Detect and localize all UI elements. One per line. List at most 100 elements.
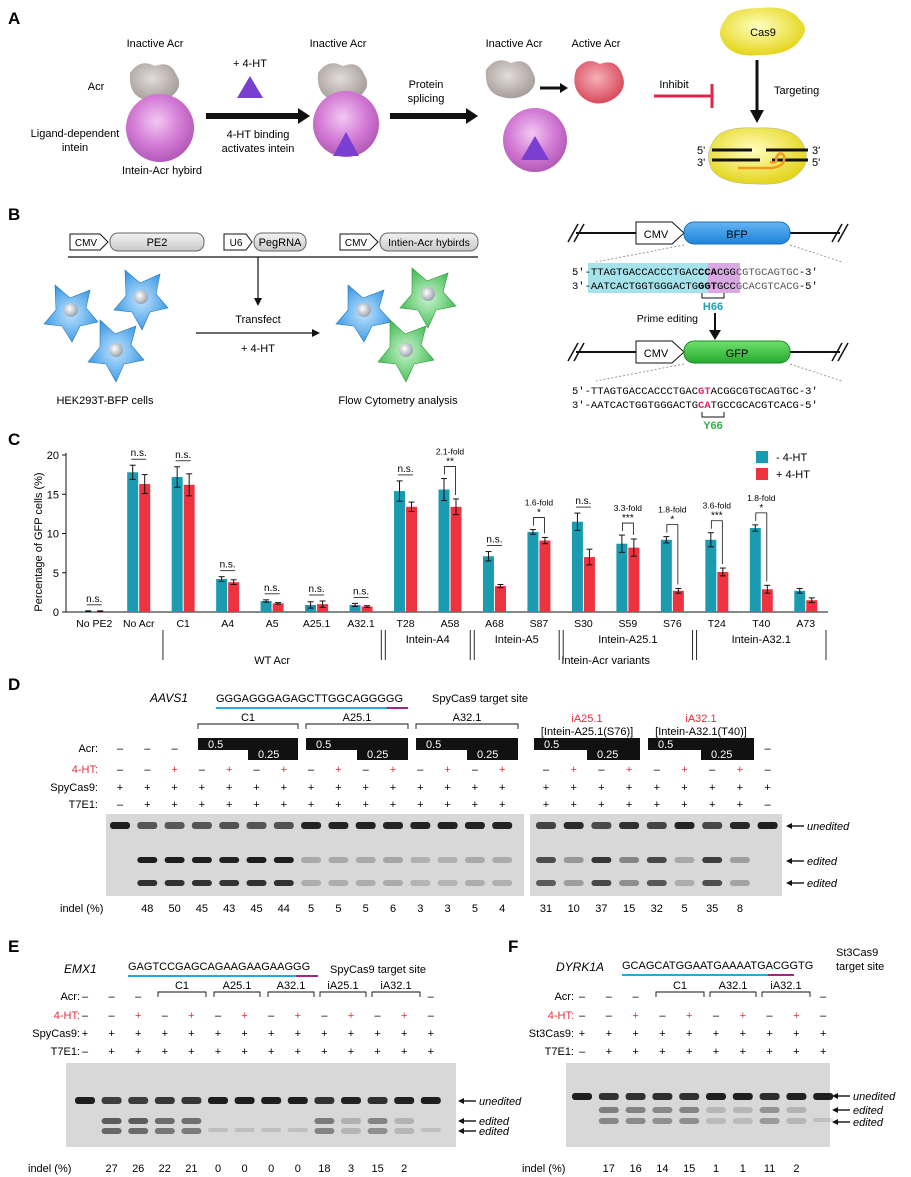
fold-change: 1.6-fold — [525, 498, 554, 508]
band-edited-1 — [341, 1118, 361, 1124]
band-edited-2 — [732, 1118, 753, 1124]
t7e1-mark: + — [740, 1046, 746, 1058]
ht-mark: – — [654, 764, 661, 776]
concentration-wedge — [198, 738, 298, 760]
band-edited-2 — [706, 1118, 726, 1124]
group-bracket — [761, 991, 811, 997]
sig-bracket — [755, 512, 768, 582]
t7e1-mark: + — [321, 1046, 327, 1058]
band-unedited — [437, 822, 458, 829]
t7e1-mark: + — [144, 799, 150, 811]
band-edited-1 — [301, 857, 322, 863]
t7e1-mark: + — [281, 799, 287, 811]
band-unedited — [208, 1097, 228, 1104]
band-unedited — [164, 822, 185, 829]
t7e1-mark: + — [268, 1046, 274, 1058]
bar — [406, 506, 418, 612]
d-target: GGGAGGGAGAGCTTGGCAGGGGG — [216, 693, 403, 705]
cas9-mark: + — [253, 782, 259, 794]
cas9-mark: + — [401, 1028, 407, 1040]
band-edited-1 — [759, 1107, 780, 1113]
f-target-site-1: St3Cas9 — [836, 947, 878, 959]
band-edited-1 — [101, 1118, 122, 1124]
cas9-mark: + — [598, 782, 604, 794]
t7e1-mark: + — [598, 799, 604, 811]
row-label: Acr: — [60, 991, 80, 1003]
t7e1-mark: + — [135, 1046, 141, 1058]
legend-minus-4ht: - 4-HT — [776, 452, 807, 464]
bar — [527, 531, 539, 612]
indel-value: 18 — [318, 1163, 330, 1175]
t7e1-mark: + — [241, 1046, 247, 1058]
acr-mark: – — [579, 991, 586, 1003]
ht-mark: + — [171, 764, 177, 776]
band-edited-2 — [164, 880, 185, 886]
group-sublabel: [Intein-A25.1(S76)] — [541, 726, 633, 738]
cas9-shape-top — [720, 7, 805, 56]
band-unedited — [394, 1097, 415, 1104]
band-edited-1 — [219, 857, 240, 863]
cmv-gfp: CMV — [644, 348, 669, 360]
cas9-mark: + — [428, 1028, 434, 1040]
cas9-mark: + — [579, 1028, 585, 1040]
ht-mark: – — [109, 1010, 116, 1022]
t7e1-mark: – — [82, 1046, 89, 1058]
bar — [183, 484, 195, 612]
group-label: Intein-A5 — [495, 634, 539, 646]
group-bracket — [305, 723, 409, 729]
band-arrowhead — [458, 1118, 464, 1124]
x-tick-label: A73 — [796, 618, 815, 630]
ht-mark: – — [199, 764, 206, 776]
group-label: iA32.1 — [380, 980, 411, 992]
label-binding-1: 4-HT binding — [227, 129, 290, 141]
concentration-wedge — [306, 738, 408, 760]
band-edited-1 — [652, 1107, 673, 1113]
u6-label: U6 — [230, 238, 243, 249]
inactive-acr-shape-3 — [485, 60, 536, 99]
fold-change: 1.8-fold — [658, 505, 687, 515]
band-unedited — [301, 822, 322, 829]
group-label: A32.1 — [719, 980, 748, 992]
ht-mark: + — [570, 764, 576, 776]
indel-value: 3 — [348, 1163, 354, 1175]
indel-value: 1 — [713, 1163, 719, 1175]
ht-mark: – — [253, 764, 260, 776]
band-edited-1 — [732, 1107, 753, 1113]
group-label: A32.1 — [453, 712, 482, 724]
label-inhibit: Inhibit — [659, 79, 688, 91]
cas9-mark: + — [737, 782, 743, 794]
gel-d: Acr:4-HT:SpyCas9:T7E1:––+–––++48–+++50–+… — [50, 712, 850, 915]
band-edited-1 — [729, 857, 750, 863]
indel-value: 45 — [250, 903, 262, 915]
t7e1-mark: + — [686, 1046, 692, 1058]
band-unedited — [410, 822, 431, 829]
indel-value: 37 — [595, 903, 607, 915]
band-edited-2 — [191, 880, 212, 886]
band-edited-1 — [646, 857, 667, 863]
band-label: unedited — [853, 1091, 896, 1103]
ht-mark: – — [162, 1010, 169, 1022]
t7e1-mark: + — [543, 799, 549, 811]
gfp-seq-bot: 3'-AATCACTGGTGGGACTGCATGCCGCACGTCACG-5' — [572, 400, 818, 412]
band-label: edited — [853, 1105, 884, 1117]
fold-change: 3.3-fold — [614, 503, 643, 513]
acr-mark: – — [172, 743, 179, 755]
band-edited-2 — [646, 880, 667, 886]
group-bracket — [371, 991, 421, 997]
indel-value: 50 — [168, 903, 180, 915]
y-tick-label: 15 — [47, 489, 59, 501]
t7e1-mark: + — [681, 799, 687, 811]
band-unedited — [246, 822, 267, 829]
ht-mark: – — [709, 764, 716, 776]
indel-value: 3 — [417, 903, 423, 915]
bar — [450, 506, 462, 612]
h66-label: H66 — [703, 301, 723, 313]
panel-f: F DYRK1A GCAGCATGGAATGAAAATGACGGTG St3Ca… — [508, 937, 896, 1175]
cas9-mark: + — [820, 1028, 826, 1040]
x-tick-label: C1 — [176, 618, 190, 630]
cas9-dna-complex — [708, 127, 807, 185]
cas9-mark: + — [713, 1028, 719, 1040]
band-label: edited — [479, 1126, 510, 1138]
ht-mark: – — [82, 1010, 89, 1022]
